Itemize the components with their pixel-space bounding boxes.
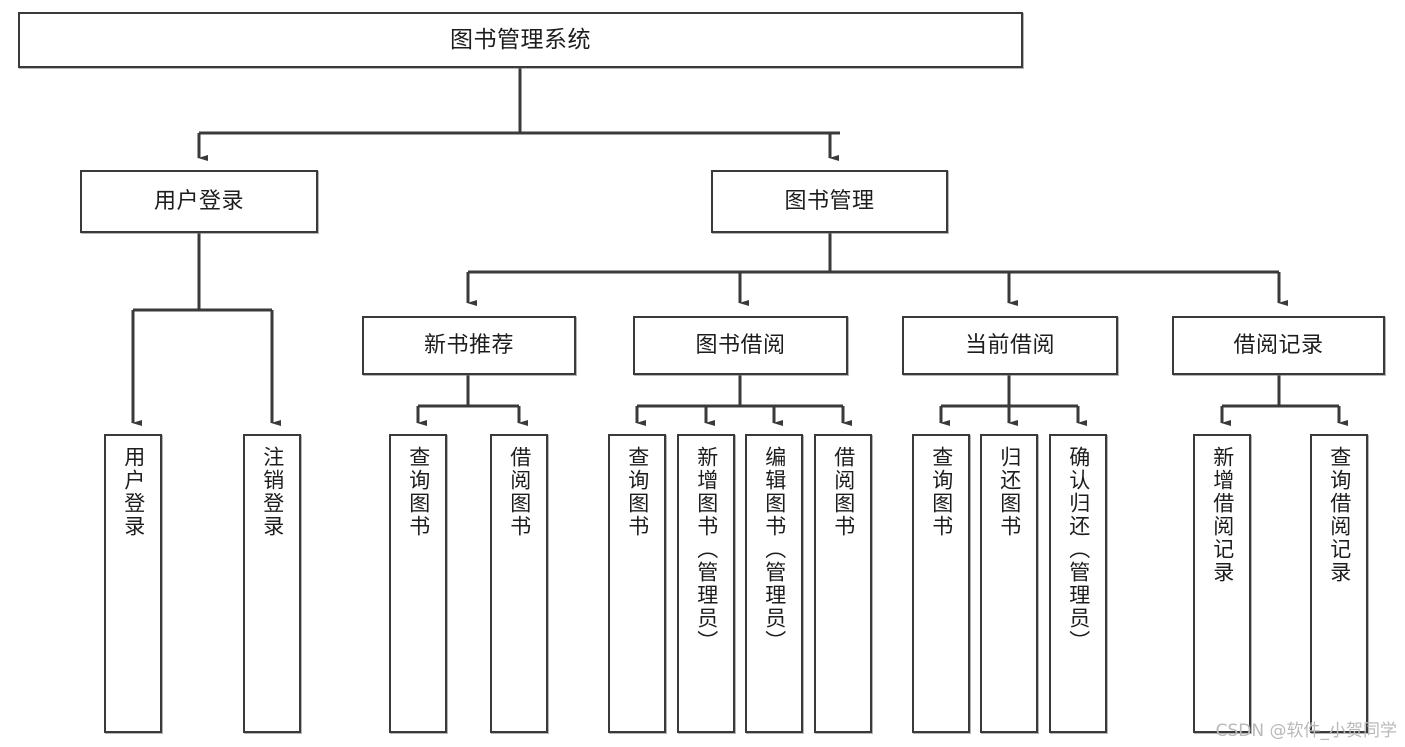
node-leaf-borrow-book-label: 借阅图书 — [831, 446, 856, 538]
node-user-login-label: 用户登录 — [153, 188, 244, 214]
node-book-management-label: 图书管理 — [784, 188, 875, 214]
node-leaf-confirm-return-admin-label: 确认归还（管理员） — [1066, 446, 1091, 653]
node-leaf-query-borrow-record[interactable]: 查询借阅记录 — [1310, 434, 1368, 733]
node-leaf-edit-book-admin-label: 编辑图书（管理员） — [762, 446, 787, 653]
node-new-book-recommend[interactable]: 新书推荐 — [362, 316, 576, 375]
node-leaf-borrow-book-recommend[interactable]: 借阅图书 — [490, 434, 548, 733]
node-leaf-edit-book-admin[interactable]: 编辑图书（管理员） — [745, 434, 803, 733]
node-leaf-query-borrow-record-label: 查询借阅记录 — [1327, 446, 1352, 584]
node-leaf-return-book[interactable]: 归还图书 — [980, 434, 1038, 733]
node-leaf-query-book-recommend[interactable]: 查询图书 — [389, 434, 447, 733]
node-leaf-return-book-label: 归还图书 — [997, 446, 1022, 538]
node-borrow-record-label: 借阅记录 — [1233, 332, 1324, 358]
node-user-login[interactable]: 用户登录 — [80, 170, 318, 233]
node-book-management[interactable]: 图书管理 — [711, 170, 948, 233]
node-leaf-add-borrow-record-label: 新增借阅记录 — [1210, 446, 1235, 584]
node-current-borrow-label: 当前借阅 — [964, 332, 1055, 358]
node-book-borrow-label: 图书借阅 — [695, 332, 786, 358]
node-leaf-add-borrow-record[interactable]: 新增借阅记录 — [1193, 434, 1251, 733]
node-leaf-logout[interactable]: 注销登录 — [243, 434, 301, 733]
node-borrow-record[interactable]: 借阅记录 — [1172, 316, 1385, 375]
node-leaf-confirm-return-admin[interactable]: 确认归还（管理员） — [1049, 434, 1107, 733]
node-leaf-add-book-admin-label: 新增图书（管理员） — [694, 446, 719, 653]
node-new-book-recommend-label: 新书推荐 — [423, 332, 514, 358]
node-book-borrow[interactable]: 图书借阅 — [633, 316, 848, 375]
node-leaf-borrow-book-recommend-label: 借阅图书 — [507, 446, 532, 538]
csdn-watermark: CSDN @软件_小贺同学 — [1215, 721, 1397, 741]
node-leaf-logout-label: 注销登录 — [260, 446, 285, 538]
node-root-label: 图书管理系统 — [450, 26, 591, 53]
node-leaf-query-book-current-label: 查询图书 — [929, 446, 954, 538]
node-leaf-query-book-recommend-label: 查询图书 — [406, 446, 431, 538]
node-leaf-borrow-book[interactable]: 借阅图书 — [814, 434, 872, 733]
node-root[interactable]: 图书管理系统 — [18, 12, 1023, 68]
node-leaf-add-book-admin[interactable]: 新增图书（管理员） — [677, 434, 735, 733]
node-leaf-query-book-borrow-label: 查询图书 — [625, 446, 650, 538]
node-current-borrow[interactable]: 当前借阅 — [902, 316, 1118, 375]
node-leaf-query-book-current[interactable]: 查询图书 — [912, 434, 970, 733]
node-leaf-user-login-label: 用户登录 — [121, 446, 146, 538]
node-leaf-user-login[interactable]: 用户登录 — [104, 434, 162, 733]
node-leaf-query-book-borrow[interactable]: 查询图书 — [608, 434, 666, 733]
